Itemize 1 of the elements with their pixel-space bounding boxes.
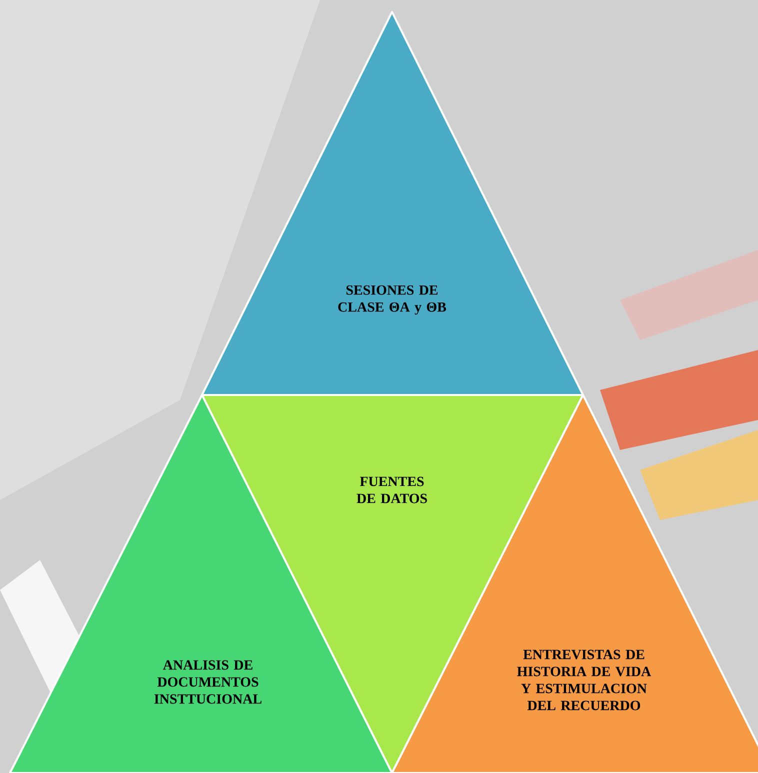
triangle: SESIONES DE CLASE ΘA y ΘB bbox=[201, 11, 584, 396]
